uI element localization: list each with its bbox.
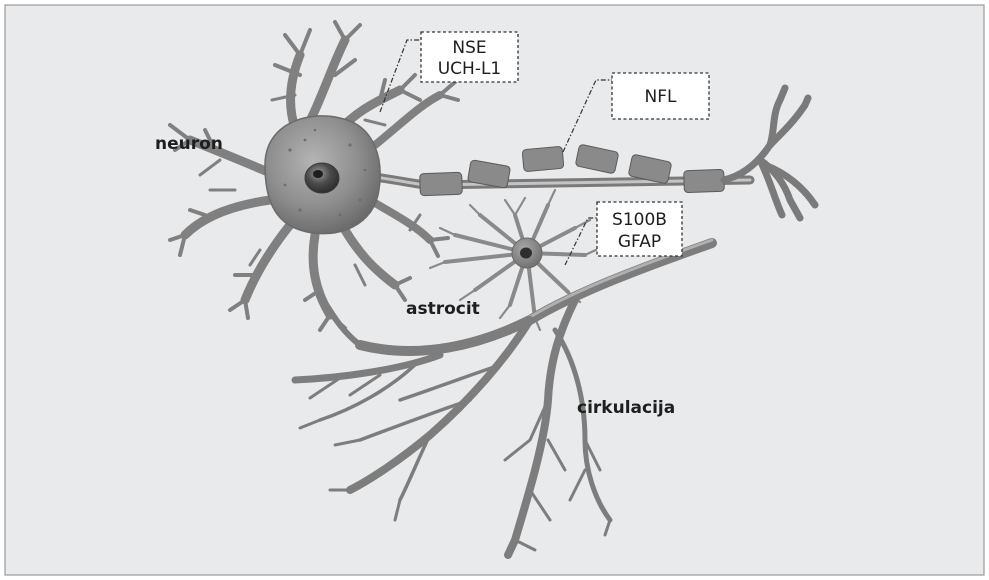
background-panel bbox=[5, 5, 984, 575]
marker-uchl1: UCH-L1 bbox=[438, 59, 502, 79]
label-astrocit: astrocit bbox=[406, 299, 480, 319]
label-neuron: neuron bbox=[155, 134, 223, 154]
neuron-nucleolus bbox=[313, 170, 323, 178]
marker-nse: NSE bbox=[452, 38, 486, 58]
neuron-nucleus bbox=[305, 163, 339, 193]
marker-nfl: NFL bbox=[645, 87, 677, 107]
label-cirkulacija: cirkulacija bbox=[577, 398, 675, 418]
marker-s100b: S100B bbox=[612, 210, 667, 230]
marker-gfap: GFAP bbox=[618, 232, 661, 252]
astrocyte-nucleus bbox=[520, 248, 532, 259]
